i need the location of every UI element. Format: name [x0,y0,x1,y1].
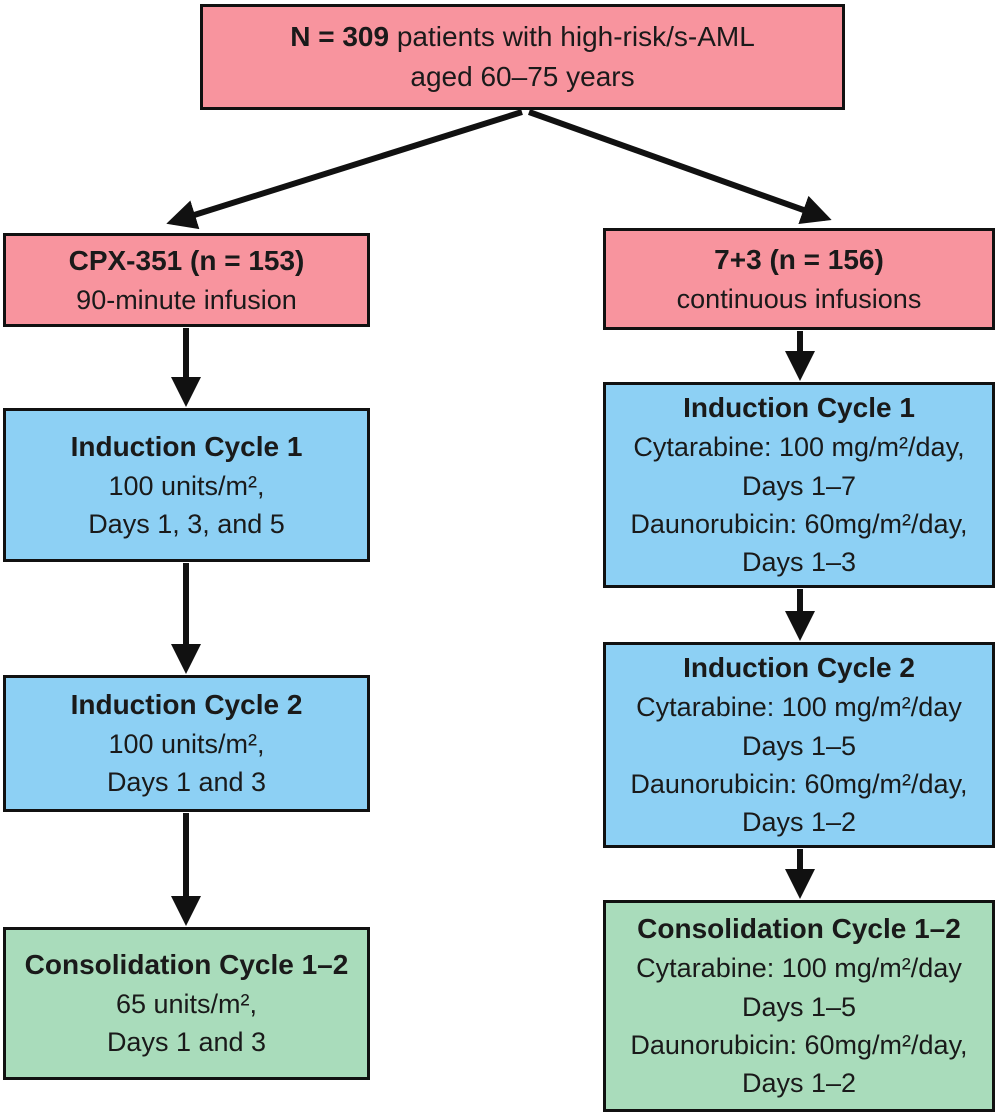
cpx-arm-subtitle: 90-minute infusion [76,284,297,315]
node-cpx-induction1: Induction Cycle 1 100 units/m², Days 1, … [3,408,370,562]
node-patient-population: N = 309 patients with high-risk/s-AML ag… [200,4,845,110]
cpx-consolidation-days: Days 1 and 3 [106,1027,267,1058]
std-consolidation-title: Consolidation Cycle 1–2 [637,913,961,945]
node-std-induction1: Induction Cycle 1 Cytarabine: 100 mg/m²/… [603,382,995,588]
std-induction2-daunorubicin-days: Days 1–2 [741,807,857,838]
std-induction1-cytarabine-days: Days 1–7 [741,470,857,501]
cpx-arm-title: CPX-351 (n = 153) [68,244,305,276]
arrow-root-to-std-arm [527,109,832,225]
std-induction2-title: Induction Cycle 2 [683,652,915,684]
std-induction2-cytarabine-dose: Cytarabine: 100 mg/m²/day [636,692,962,723]
std-induction1-cytarabine-dose: Cytarabine: 100 mg/m²/day, [633,432,965,463]
std-consolidation-cytarabine-days: Days 1–5 [741,991,857,1022]
patient-population-line1: N = 309 patients with high-risk/s-AML [290,17,755,57]
patient-age-range: aged 60–75 years [410,61,635,92]
node-std-induction2: Induction Cycle 2 Cytarabine: 100 mg/m²/… [603,642,995,848]
node-std-consolidation: Consolidation Cycle 1–2 Cytarabine: 100 … [603,900,995,1112]
node-7plus3-arm: 7+3 (n = 156) continuous infusions [603,228,995,330]
node-cpx-arm: CPX-351 (n = 153) 90-minute infusion [3,233,370,327]
cpx-induction1-title: Induction Cycle 1 [70,430,303,462]
cpx-induction1-dose: 100 units/m², [108,470,265,501]
cpx-induction2-days: Days 1 and 3 [106,767,267,798]
std-induction2-daunorubicin-dose: Daunorubicin: 60mg/m²/day, [630,768,968,799]
std-induction1-title: Induction Cycle 1 [683,392,915,424]
std-consolidation-daunorubicin-days: Days 1–2 [741,1068,857,1099]
std-induction1-daunorubicin-days: Days 1–3 [741,547,857,578]
arrow-root-to-cpx-arm [166,109,523,230]
node-cpx-induction2: Induction Cycle 2 100 units/m², Days 1 a… [3,675,370,812]
std-induction1-daunorubicin-dose: Daunorubicin: 60mg/m²/day, [630,508,968,539]
cpx-consolidation-dose: 65 units/m², [115,989,258,1020]
7plus3-arm-subtitle: continuous infusions [676,283,922,314]
cpx-induction2-title: Induction Cycle 2 [70,689,303,721]
cpx-induction2-dose: 100 units/m², [108,729,265,760]
patient-count: N = 309 [290,21,390,53]
cpx-induction1-days: Days 1, 3, and 5 [88,508,285,539]
cpx-consolidation-title: Consolidation Cycle 1–2 [24,949,349,981]
node-cpx-consolidation: Consolidation Cycle 1–2 65 units/m², Day… [3,927,370,1080]
7plus3-arm-title: 7+3 (n = 156) [714,243,884,275]
std-consolidation-daunorubicin-dose: Daunorubicin: 60mg/m²/day, [630,1029,968,1060]
patient-description: patients with high-risk/s-AML [389,21,755,53]
std-consolidation-cytarabine-dose: Cytarabine: 100 mg/m²/day [636,953,962,984]
std-induction2-cytarabine-days: Days 1–5 [741,730,857,761]
